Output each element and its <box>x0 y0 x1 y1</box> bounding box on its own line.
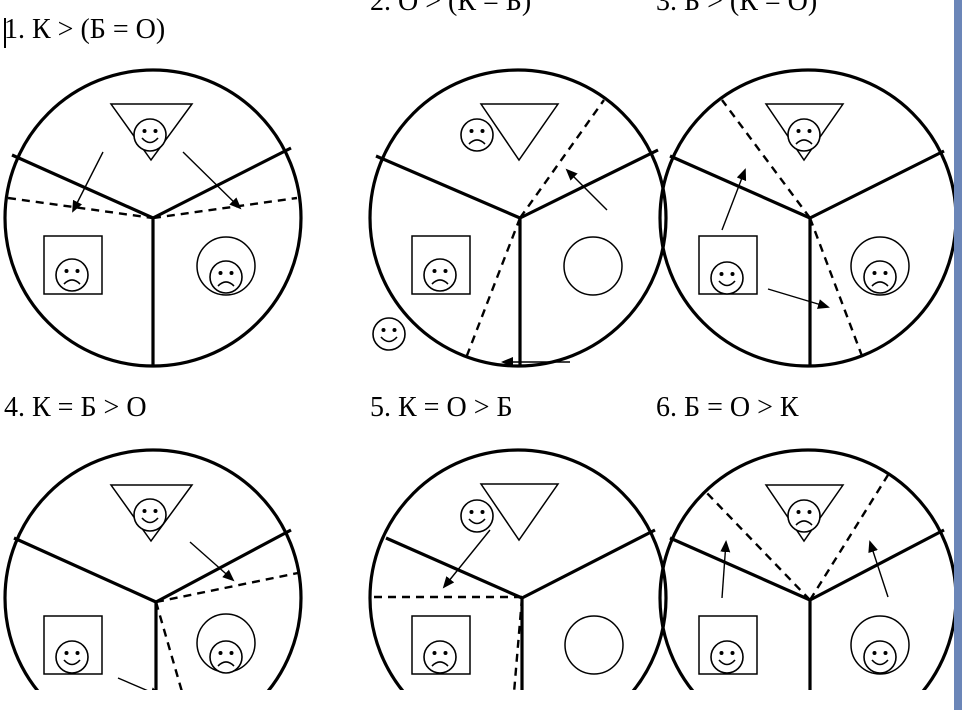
panel-3-divider-left <box>669 154 811 220</box>
happy-face-icon <box>55 640 89 674</box>
text-cursor <box>4 18 6 48</box>
circle-icon <box>850 236 910 296</box>
circle-icon <box>563 236 623 296</box>
panel-4-label: 4. К = Б > О <box>4 392 147 423</box>
panel-2-label: 2. О > (К = Б) <box>370 0 532 17</box>
square-icon <box>411 615 471 675</box>
happy-face-icon <box>710 640 744 674</box>
square-icon <box>698 615 758 675</box>
panel-6-label: 6. Б = О > К <box>656 392 799 423</box>
panel-1-divider-right <box>152 146 292 220</box>
happy-face-icon <box>863 640 897 674</box>
panel-1-arrow-right <box>182 151 242 210</box>
panel-2 <box>368 68 668 368</box>
panel-6-divider-left <box>669 536 811 602</box>
happy-face-icon <box>133 118 167 152</box>
panel-2-divider-left <box>375 154 521 220</box>
happy-face-icon <box>372 317 406 351</box>
panel-2-arrow-upper <box>565 168 608 211</box>
panel-2-dashed-lower <box>464 217 522 359</box>
panel-6-arrow-left <box>720 540 731 599</box>
triangle-icon <box>764 103 845 162</box>
triangle-icon <box>479 103 560 162</box>
panel-3-label: 3. Б > (К = О) <box>656 0 818 17</box>
panel-5-label: 5. К = О > Б <box>370 392 513 423</box>
sad-face-icon <box>787 499 821 533</box>
sad-face-icon <box>863 260 897 294</box>
panel-6-dashed-left <box>703 489 811 601</box>
panel-5-circle <box>368 448 668 715</box>
window-scroll-edge[interactable] <box>954 0 962 710</box>
panel-6 <box>658 448 958 715</box>
panel-2-divider-right <box>519 148 659 220</box>
panel-6-dashed-right <box>808 474 890 601</box>
panel-5-divider-right <box>521 528 656 600</box>
panel-1-arrow-left <box>72 151 104 213</box>
panel-6-arrow-right <box>868 540 889 598</box>
panel-4-dashed-right <box>155 571 299 604</box>
panel-4-divider-left <box>13 536 157 604</box>
panel-6-circle <box>658 448 958 715</box>
circle-icon <box>850 615 910 675</box>
sad-face-icon <box>423 640 457 674</box>
panel-2-dashed-upper <box>519 99 605 219</box>
panel-1-divider-left <box>11 153 154 220</box>
happy-face-icon <box>133 498 167 532</box>
triangle-icon <box>109 103 194 162</box>
circle-icon <box>196 236 256 296</box>
panel-1 <box>3 68 303 368</box>
panel-1-label: 1. К > (Б = О) <box>4 14 166 45</box>
happy-face-icon <box>710 261 744 295</box>
panel-5-dashed-lower <box>510 597 524 715</box>
panel-4-dashed-lower <box>154 601 191 715</box>
panel-3-divider-right <box>809 149 945 220</box>
panel-3-arrow-lower <box>767 288 830 309</box>
panel-3 <box>658 68 958 368</box>
sad-face-icon <box>209 640 243 674</box>
panel-3-dashed-lower <box>808 217 864 357</box>
panel-5 <box>368 448 668 715</box>
panel-2-circle <box>368 68 668 368</box>
panel-4-circle <box>3 448 303 715</box>
triangle-icon <box>109 484 194 543</box>
square-icon <box>43 235 103 295</box>
circle-icon <box>564 615 624 675</box>
panel-4 <box>3 448 303 715</box>
panel-1-dashed-right <box>152 196 298 220</box>
panel-5-arrow <box>442 529 491 589</box>
sad-face-icon <box>460 118 494 152</box>
panel-3-arrow-upper <box>721 168 747 231</box>
sad-face-icon <box>787 118 821 152</box>
panel-4-divider-right <box>155 528 292 604</box>
triangle-icon <box>764 484 845 543</box>
square-icon <box>43 615 103 675</box>
square-icon <box>411 235 471 295</box>
sad-face-icon <box>55 258 89 292</box>
happy-face-icon <box>460 499 494 533</box>
sad-face-icon <box>423 258 457 292</box>
sad-face-icon <box>209 260 243 294</box>
triangle-icon <box>479 483 560 542</box>
panel-4-arrow-right <box>189 541 235 582</box>
panel-3-dashed-upper <box>721 99 811 219</box>
page-bottom-edge <box>0 690 962 710</box>
panel-5-divider-left <box>385 536 523 600</box>
